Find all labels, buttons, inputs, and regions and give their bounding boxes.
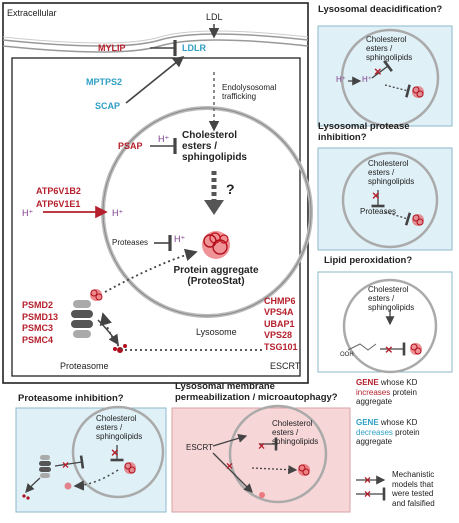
- legend-falsified-symbols: × ×: [356, 473, 386, 501]
- question-mark: ?: [226, 181, 235, 197]
- gene-ldlr: LDLR: [182, 43, 206, 53]
- panel-peroxidation-title: Lipid peroxidation?: [324, 255, 413, 266]
- gene-mylip: MYLIP: [98, 43, 126, 53]
- lysosome-label: Lysosome: [196, 327, 237, 337]
- svg-text:×: ×: [258, 439, 265, 453]
- scap-arrow: [125, 55, 185, 104]
- hplus-psap: H⁺: [158, 134, 170, 144]
- cytoplasm-frame: [11, 57, 301, 377]
- gene-psap: PSAP: [118, 141, 143, 151]
- legend-decrease: GENE whose KD decreases protein aggregat…: [356, 418, 420, 447]
- panel1-hplus-out: H⁺: [336, 75, 346, 84]
- panel-protease-bg: [317, 147, 453, 251]
- protein-aggregate-main: [202, 231, 230, 259]
- panel-proteasome-bg: [15, 407, 167, 513]
- plasma-membrane: [2, 33, 309, 47]
- panel-deacidification-bg: [317, 25, 453, 127]
- panel-deacidification-title: Lysosomal deacidification?: [318, 4, 443, 15]
- gene-scap: SCAP: [95, 101, 121, 111]
- proteases-label: Proteases: [112, 238, 149, 247]
- small-aggregate: [90, 289, 103, 301]
- svg-text:×: ×: [226, 459, 233, 473]
- ldl-label: LDL: [206, 12, 223, 22]
- protein-aggregate-label: Protein aggregate(ProteoStat): [173, 265, 259, 288]
- svg-text:×: ×: [364, 487, 371, 501]
- proteasome-label: Proteasome: [60, 361, 109, 371]
- gene-atp6v1b2: ATP6V1B2: [36, 186, 81, 196]
- gene-atp6v1e1: ATP6V1E1: [36, 199, 81, 209]
- hplus-right: H⁺: [112, 208, 124, 218]
- svg-text:×: ×: [385, 342, 393, 357]
- escrt-label: ESCRT: [270, 361, 301, 371]
- gene-mptps2: MPTPS2: [86, 77, 123, 87]
- panel-proteasome-title: Proteasome inhibition?: [18, 393, 124, 404]
- escrt-arrow: [99, 312, 262, 351]
- hplus-left: H⁺: [22, 208, 34, 218]
- svg-text:×: ×: [364, 473, 371, 487]
- svg-text:×: ×: [111, 445, 119, 460]
- panel3-ooh: OOH: [340, 352, 354, 358]
- svg-text:×: ×: [374, 64, 382, 79]
- hplus-proteases: H⁺: [174, 234, 186, 244]
- extracellular-label: Extracellular: [7, 8, 57, 18]
- panel1-hplus-in: H⁺: [362, 75, 372, 84]
- svg-text:×: ×: [372, 188, 380, 203]
- proteasome-shape: [71, 300, 127, 353]
- legend-increase: GENE whose KD increases protein aggregat…: [356, 378, 418, 407]
- svg-text:×: ×: [62, 458, 69, 472]
- panel5-escrt: ESCRT: [186, 443, 213, 452]
- panel2-proteases: Proteases: [360, 207, 397, 216]
